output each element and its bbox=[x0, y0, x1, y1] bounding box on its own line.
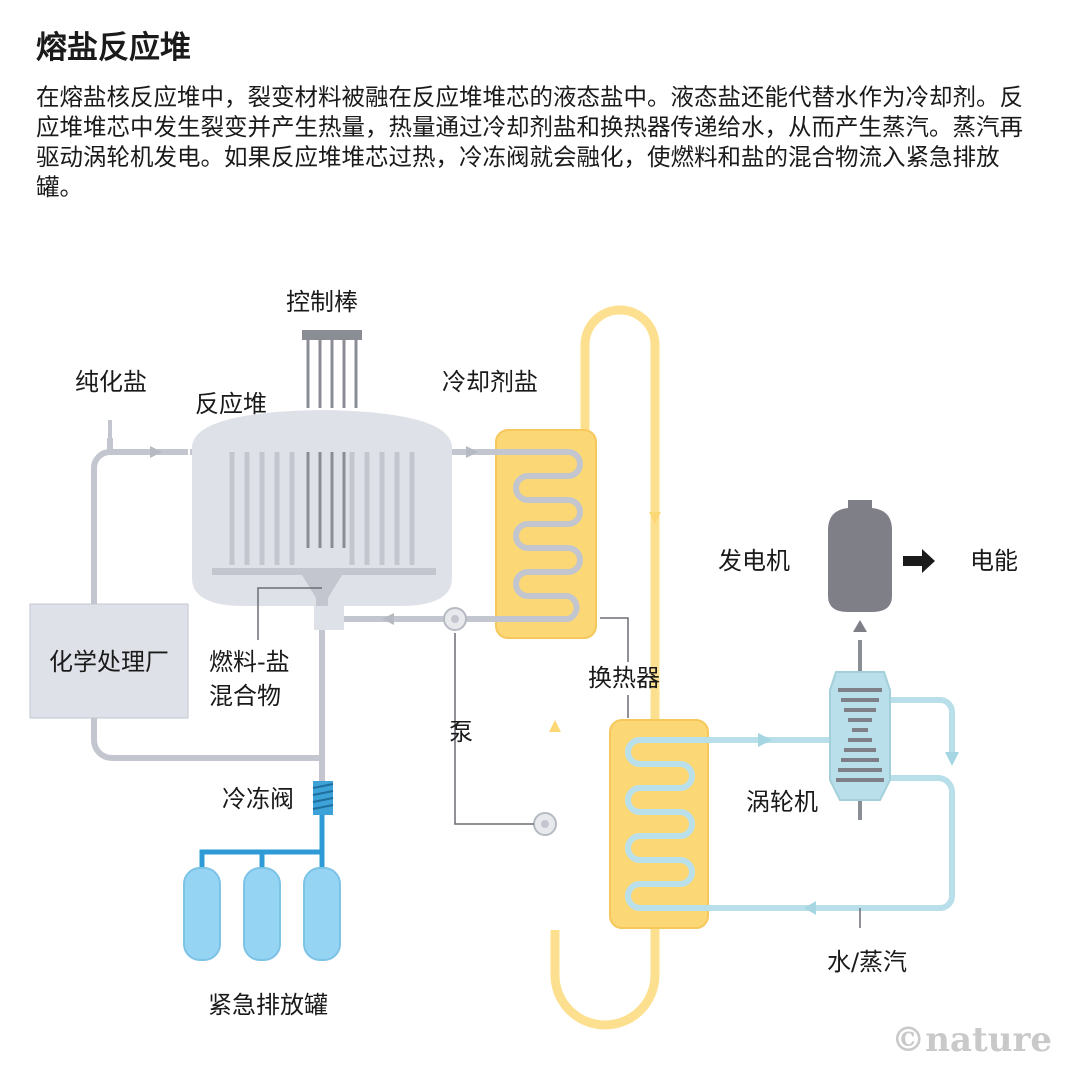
generator-body bbox=[828, 500, 892, 612]
primary-exchanger-coil bbox=[488, 449, 583, 622]
purified-salt-label: 纯化盐 bbox=[75, 368, 147, 396]
water-arrow bbox=[804, 901, 816, 915]
label-leader-lines bbox=[257, 587, 861, 928]
fuel-pump-icon bbox=[443, 607, 467, 631]
control-rod-cap bbox=[302, 330, 362, 340]
reactor-drain-funnel bbox=[302, 575, 342, 612]
turbine-return-pipe bbox=[890, 697, 955, 760]
electricity-label: 电能 bbox=[970, 547, 1018, 575]
page-title: 熔盐反应堆 bbox=[36, 30, 191, 66]
reactor-inner-rods bbox=[306, 452, 346, 548]
fuel-salt-label-1: 燃料-盐 bbox=[209, 648, 290, 676]
secondary-exchanger-coil bbox=[625, 737, 955, 911]
secondary-heat-exchanger bbox=[609, 719, 709, 929]
reactor-outlet bbox=[314, 606, 344, 630]
heat-exchanger-label: 换热器 bbox=[588, 664, 660, 692]
freeze-valve-label: 冷冻阀 bbox=[222, 785, 294, 813]
control-rods-label: 控制棒 bbox=[286, 288, 358, 316]
coolant-salt-label: 冷却剂盐 bbox=[442, 368, 538, 396]
control-rods bbox=[306, 332, 358, 408]
reactor-vessel bbox=[192, 410, 452, 606]
description: 在熔盐核反应堆中，裂变材料被融在反应堆堆芯的液态盐中。液态盐还能代替水作为冷却剂… bbox=[36, 83, 1023, 201]
fuel-flow-arrow bbox=[150, 446, 162, 458]
reactor-label: 反应堆 bbox=[195, 390, 267, 418]
reactor-bottom-plate bbox=[212, 568, 436, 575]
fuel-flow-arrow-right bbox=[466, 446, 478, 458]
coolant-salt-loop bbox=[550, 305, 660, 1030]
drain-tank-1 bbox=[183, 867, 221, 961]
fuel-return-arrow bbox=[382, 613, 394, 625]
chemical-plant-label: 化学处理厂 bbox=[49, 648, 169, 676]
coolant-loop-arrow-up bbox=[549, 720, 561, 732]
turbine-label: 涡轮机 bbox=[746, 788, 818, 816]
fuel-salt-label-2: 混合物 bbox=[209, 682, 281, 710]
shaft-arrow-up bbox=[853, 620, 867, 632]
water-steam-label: 水/蒸汽 bbox=[827, 948, 907, 976]
electricity-arrow-icon bbox=[903, 549, 935, 573]
chemical-plant-box bbox=[29, 603, 189, 719]
drain-tank-2 bbox=[243, 867, 281, 961]
reactor-core-channels bbox=[229, 452, 415, 565]
pump-label: 泵 bbox=[449, 718, 473, 746]
turbine bbox=[829, 640, 891, 820]
drain-tank-3 bbox=[303, 867, 341, 961]
nature-logo: ©nature bbox=[891, 1020, 1052, 1060]
return-arrow-down bbox=[945, 752, 959, 766]
drain-pipes bbox=[199, 815, 325, 868]
drain-tanks-label: 紧急排放罐 bbox=[208, 991, 328, 1019]
generator-label: 发电机 bbox=[718, 547, 790, 575]
freeze-valve-coil bbox=[312, 783, 334, 810]
coolant-pump-icon bbox=[533, 812, 557, 836]
coolant-loop-arrow-down bbox=[649, 512, 661, 524]
steam-arrow bbox=[758, 733, 772, 747]
